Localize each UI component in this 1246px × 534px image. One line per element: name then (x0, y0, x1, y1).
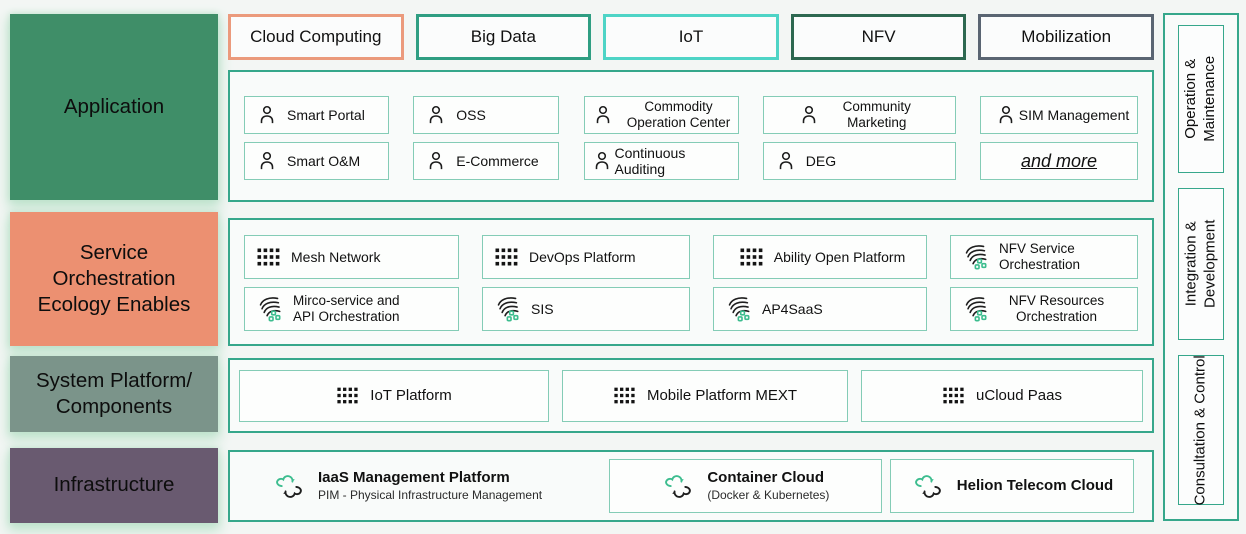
item-title: Container Cloud (707, 469, 825, 487)
person-icon (425, 104, 447, 126)
app-item-e-commerce: E-Commerce (413, 142, 560, 180)
stream-icon (962, 295, 990, 323)
app-grid-icon (256, 247, 282, 267)
item-label: Smart O&M (287, 153, 361, 169)
item-label: IoT Platform (370, 387, 452, 404)
cloud-sync-icon (661, 473, 695, 500)
item-subtitle: (Docker & Kubernetes) (707, 487, 830, 502)
stream-icon (725, 295, 753, 323)
app-grid-icon (942, 386, 966, 405)
cloud-sync-icon (911, 473, 945, 500)
svc-item-ability-open-platform: Ability Open Platform (713, 235, 927, 279)
chip-nfv: NFV (790, 14, 967, 60)
infra-item-helion-telecom-cloud: Helion Telecom Cloud (890, 459, 1134, 513)
item-title: IaaS Management Platform (318, 469, 510, 487)
item-label: Smart Portal (287, 107, 365, 123)
rail-item-consultation-control: Consultation & Control (1178, 355, 1224, 505)
person-icon (592, 104, 614, 126)
chip-mobilization: Mobilization (978, 14, 1154, 60)
app-item-deg: DEG (762, 142, 956, 180)
technology-chips: Cloud Computing Big Data IoT NFV Mobiliz… (228, 14, 1154, 60)
item-subtitle: PIM - Physical Infrastructure Management (318, 487, 543, 502)
person-icon (256, 104, 278, 126)
svc-item-nfv-service-orchestration: NFV Service Orchestration (950, 235, 1138, 279)
infra-item-container-cloud: Container Cloud (Docker & Kubernetes) (608, 459, 883, 513)
row-label-system-platform: System Platform/ Components (10, 356, 218, 432)
app-item-smart-portal: Smart Portal (244, 96, 389, 134)
chip-iot: IoT (603, 14, 779, 60)
person-icon (591, 150, 613, 172)
item-label: E-Commerce (456, 153, 539, 169)
item-label: Continuous Auditing (614, 145, 686, 177)
item-label: Commodity Operation Center (626, 99, 731, 130)
rail-item-operation-maintenance: Operation & Maintenance (1178, 25, 1224, 173)
svc-item-nfv-resources-orchestration: NFV Resources Orchestration (950, 287, 1138, 331)
item-label: Ability Open Platform (773, 249, 906, 265)
infrastructure-row: IaaS Management Platform PIM - Physical … (228, 450, 1154, 522)
svc-item-mesh-network: Mesh Network (244, 235, 459, 279)
rail-label: Operation & Maintenance (1182, 56, 1219, 142)
stream-icon (494, 295, 522, 323)
item-label: DEG (805, 153, 837, 169)
sys-item-iot-platform: IoT Platform (239, 369, 549, 422)
rail-item-integration-development: Integration & Development (1178, 188, 1224, 340)
chip-cloud-computing: Cloud Computing (228, 14, 404, 60)
item-label: NFV Resources Orchestration (1008, 293, 1105, 324)
svc-item-devops-platform: DevOps Platform (482, 235, 690, 279)
svc-item-sis: SIS (482, 287, 690, 331)
person-icon (425, 150, 447, 172)
item-label: NFV Service Orchestration (999, 241, 1081, 272)
app-item-continuous-auditing: Continuous Auditing (583, 142, 739, 180)
item-label: SIM Management (1018, 107, 1130, 123)
app-item-community-marketing: Community Marketing (762, 96, 956, 134)
svc-item-micro-service-api-orchestration: Mirco-service and API Orchestration (244, 287, 459, 331)
item-label: OSS (456, 107, 486, 123)
row-label-service-orchestration: Service Orchestration Ecology Enables (10, 212, 218, 346)
svc-item-ap4saas: AP4SaaS (713, 287, 927, 331)
chip-big-data: Big Data (415, 14, 592, 60)
right-rail: Operation & Maintenance Integration & De… (1163, 13, 1239, 521)
item-label: AP4SaaS (762, 301, 823, 317)
infra-item-iaas-management-platform: IaaS Management Platform PIM - Physical … (272, 469, 604, 503)
item-label: SIS (531, 301, 554, 317)
item-label: Mesh Network (291, 249, 381, 265)
application-row: Smart Portal OSS Commodity Operation Cen… (228, 70, 1154, 202)
stream-icon (962, 243, 990, 271)
item-label: uCloud Paas (976, 387, 1062, 404)
sys-item-ucloud-paas: uCloud Paas (861, 369, 1143, 422)
stream-icon (256, 295, 284, 323)
cloud-sync-icon (272, 473, 306, 500)
app-item-oss: OSS (413, 96, 560, 134)
app-grid-icon (336, 386, 360, 405)
item-label: Community Marketing (842, 99, 911, 130)
service-orchestration-row: Mesh Network DevOps Platform Ability Ope… (228, 218, 1154, 346)
app-grid-icon (739, 247, 765, 267)
app-grid-icon (494, 247, 520, 267)
app-grid-icon (613, 386, 637, 405)
app-item-and-more: and more (980, 142, 1138, 180)
item-label: DevOps Platform (529, 249, 636, 265)
sys-item-mobile-platform-mext: Mobile Platform MEXT (562, 369, 848, 422)
app-item-smart-om: Smart O&M (244, 142, 389, 180)
system-platform-row: IoT Platform Mobile Platform MEXT uCloud… (228, 358, 1154, 433)
rail-label: Integration & Development (1182, 219, 1218, 309)
item-label: Mirco-service and API Orchestration (293, 293, 400, 324)
person-icon (256, 150, 278, 172)
app-item-sim-management: SIM Management (980, 96, 1138, 134)
app-item-commodity-operation-center: Commodity Operation Center (583, 96, 739, 134)
item-label: and more (1020, 150, 1098, 171)
row-label-application: Application (10, 14, 218, 200)
rail-label: Consultation & Control (1191, 354, 1209, 506)
item-label: Mobile Platform MEXT (646, 387, 798, 404)
person-icon (995, 104, 1017, 126)
person-icon (775, 150, 797, 172)
item-title: Helion Telecom Cloud (956, 476, 1114, 494)
person-icon (798, 104, 820, 126)
row-label-infrastructure: Infrastructure (10, 448, 218, 523)
